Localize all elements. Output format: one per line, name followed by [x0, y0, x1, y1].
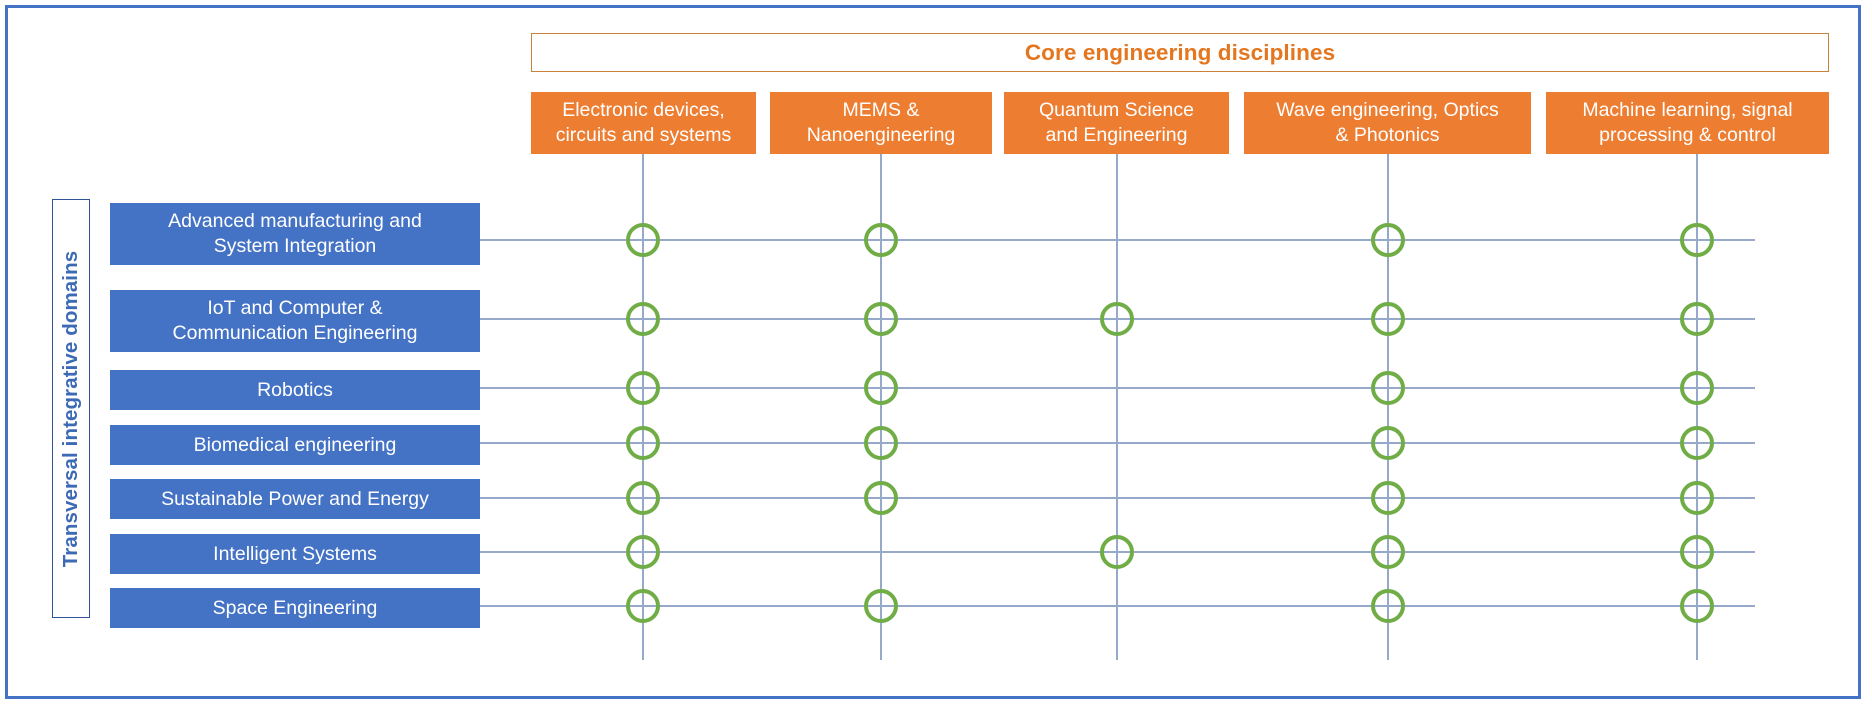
intersection-marker-sustainable-power-energy--mems-nano[interactable] — [864, 481, 898, 515]
horizontal-gridline-advanced-manufacturing — [480, 239, 1755, 241]
intersection-marker-space-engineering--ml-signal[interactable] — [1680, 589, 1714, 623]
core-disciplines-banner-label: Core engineering disciplines — [1024, 39, 1336, 65]
intersection-marker-space-engineering--mems-nano[interactable] — [864, 589, 898, 623]
intersection-marker-advanced-manufacturing--ml-signal[interactable] — [1680, 223, 1714, 257]
row-label-sustainable-power-energy[interactable]: Sustainable Power and Energy — [110, 479, 480, 519]
vertical-gridline-mems-nano — [880, 154, 882, 660]
intersection-marker-iot-computer-communication--mems-nano[interactable] — [864, 302, 898, 336]
vertical-gridline-electronic-devices — [642, 154, 644, 660]
intersection-marker-advanced-manufacturing--mems-nano[interactable] — [864, 223, 898, 257]
vertical-gridline-wave-optics — [1387, 154, 1389, 660]
core-disciplines-banner: Core engineering disciplines — [531, 33, 1829, 72]
row-label-text: Biomedical engineering — [193, 433, 397, 456]
row-label-robotics[interactable]: Robotics — [110, 370, 480, 410]
intersection-marker-biomedical-engineering--wave-optics[interactable] — [1371, 426, 1405, 460]
intersection-marker-sustainable-power-energy--electronic-devices[interactable] — [626, 481, 660, 515]
intersection-marker-intelligent-systems--wave-optics[interactable] — [1371, 535, 1405, 569]
intersection-marker-sustainable-power-energy--ml-signal[interactable] — [1680, 481, 1714, 515]
intersection-marker-iot-computer-communication--quantum[interactable] — [1100, 302, 1134, 336]
row-label-text: Intelligent Systems — [213, 542, 377, 565]
row-label-intelligent-systems[interactable]: Intelligent Systems — [110, 534, 480, 574]
intersection-marker-sustainable-power-energy--wave-optics[interactable] — [1371, 481, 1405, 515]
vertical-gridline-ml-signal — [1696, 154, 1698, 660]
column-header-label: Wave engineering, Optics& Photonics — [1276, 99, 1499, 146]
row-label-space-engineering[interactable]: Space Engineering — [110, 588, 480, 628]
intersection-marker-iot-computer-communication--wave-optics[interactable] — [1371, 302, 1405, 336]
intersection-marker-biomedical-engineering--ml-signal[interactable] — [1680, 426, 1714, 460]
row-label-text: Sustainable Power and Energy — [161, 487, 429, 510]
intersection-marker-intelligent-systems--quantum[interactable] — [1100, 535, 1134, 569]
column-header-wave-optics[interactable]: Wave engineering, Optics& Photonics — [1244, 92, 1531, 154]
horizontal-gridline-sustainable-power-energy — [480, 497, 1755, 499]
intersection-marker-robotics--wave-optics[interactable] — [1371, 371, 1405, 405]
horizontal-gridline-biomedical-engineering — [480, 442, 1755, 444]
column-header-mems-nano[interactable]: MEMS &Nanoengineering — [770, 92, 992, 154]
intersection-marker-space-engineering--wave-optics[interactable] — [1371, 589, 1405, 623]
intersection-marker-robotics--electronic-devices[interactable] — [626, 371, 660, 405]
intersection-marker-intelligent-systems--ml-signal[interactable] — [1680, 535, 1714, 569]
intersection-marker-advanced-manufacturing--wave-optics[interactable] — [1371, 223, 1405, 257]
intersection-marker-space-engineering--electronic-devices[interactable] — [626, 589, 660, 623]
horizontal-gridline-space-engineering — [480, 605, 1755, 607]
intersection-marker-biomedical-engineering--mems-nano[interactable] — [864, 426, 898, 460]
vertical-gridline-quantum — [1116, 154, 1118, 660]
column-header-label: MEMS &Nanoengineering — [806, 99, 956, 146]
intersection-marker-robotics--mems-nano[interactable] — [864, 371, 898, 405]
intersection-marker-biomedical-engineering--electronic-devices[interactable] — [626, 426, 660, 460]
row-label-biomedical-engineering[interactable]: Biomedical engineering — [110, 425, 480, 465]
row-label-text: Robotics — [257, 378, 333, 401]
intersection-marker-iot-computer-communication--electronic-devices[interactable] — [626, 302, 660, 336]
intersection-marker-robotics--ml-signal[interactable] — [1680, 371, 1714, 405]
column-header-electronic-devices[interactable]: Electronic devices,circuits and systems — [531, 92, 756, 154]
intersection-marker-iot-computer-communication--ml-signal[interactable] — [1680, 302, 1714, 336]
transversal-domains-label: Transversal integrative domains — [59, 250, 82, 567]
row-label-text: IoT and Computer &Communication Engineer… — [172, 297, 418, 344]
row-label-text: Space Engineering — [212, 596, 378, 619]
transversal-domains-label-box: Transversal integrative domains — [52, 199, 90, 618]
column-header-label: Electronic devices,circuits and systems — [555, 99, 732, 146]
intersection-marker-advanced-manufacturing--electronic-devices[interactable] — [626, 223, 660, 257]
horizontal-gridline-robotics — [480, 387, 1755, 389]
intersection-marker-intelligent-systems--electronic-devices[interactable] — [626, 535, 660, 569]
row-label-iot-computer-communication[interactable]: IoT and Computer &Communication Engineer… — [110, 290, 480, 352]
